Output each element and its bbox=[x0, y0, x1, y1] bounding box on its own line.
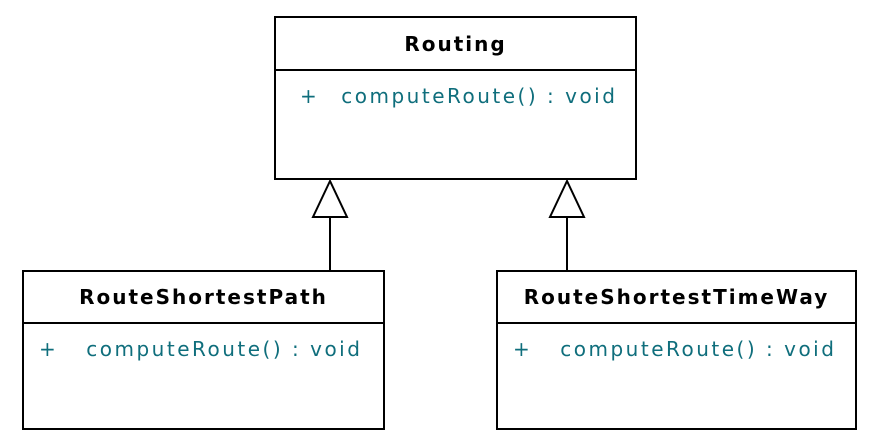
method-row: + computeRoute() : void bbox=[24, 324, 383, 361]
hollow-triangle-arrowhead bbox=[311, 178, 349, 218]
class-name: RouteShortestPath bbox=[24, 272, 383, 324]
visibility-public-symbol: + bbox=[300, 84, 320, 108]
method-signature: computeRoute() : void bbox=[341, 84, 618, 108]
method-signature: computeRoute() : void bbox=[86, 337, 363, 361]
generalization-edge-routeshortesttimeway-to-routing[interactable] bbox=[548, 178, 586, 271]
visibility-public-symbol: + bbox=[39, 337, 59, 361]
generalization-edge-routeshortestpath-to-routing[interactable] bbox=[311, 178, 349, 271]
class-box-routeshortesttimeway[interactable]: RouteShortestTimeWay + computeRoute() : … bbox=[496, 270, 857, 430]
methods-compartment: + computeRoute() : void bbox=[24, 324, 383, 361]
method-row: + computeRoute() : void bbox=[276, 71, 635, 108]
method-row: + computeRoute() : void bbox=[498, 324, 855, 361]
hollow-triangle-arrowhead bbox=[548, 178, 586, 218]
class-name: RouteShortestTimeWay bbox=[498, 272, 855, 324]
methods-compartment: + computeRoute() : void bbox=[276, 71, 635, 108]
method-signature: computeRoute() : void bbox=[560, 337, 837, 361]
visibility-public-symbol: + bbox=[513, 337, 533, 361]
class-name: Routing bbox=[276, 18, 635, 71]
methods-compartment: + computeRoute() : void bbox=[498, 324, 855, 361]
class-box-routeshortestpath[interactable]: RouteShortestPath + computeRoute() : voi… bbox=[22, 270, 385, 430]
class-box-routing[interactable]: Routing + computeRoute() : void bbox=[274, 16, 637, 180]
